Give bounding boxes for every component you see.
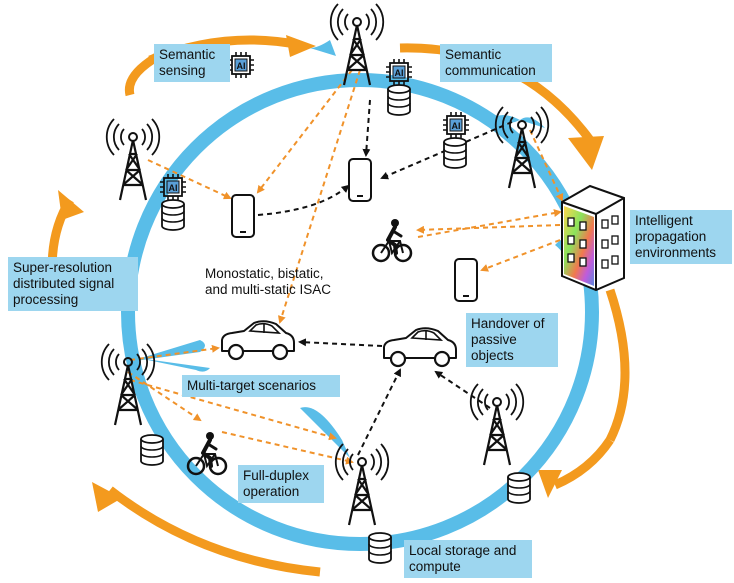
cell-tower-icon xyxy=(105,117,161,202)
label-isac: Monostatic, bistatic,and multi-static IS… xyxy=(205,266,332,297)
black-links xyxy=(257,99,513,456)
cell-tower-icon xyxy=(334,442,390,527)
ai-chip-icon: AI xyxy=(442,111,470,139)
ai-chip-label: AI xyxy=(452,121,461,131)
orange-cycle-arrows xyxy=(47,35,630,577)
ai-chip-icon: AI xyxy=(227,51,255,79)
ai-chip-label: AI xyxy=(237,61,246,71)
orange-links xyxy=(127,69,564,465)
ai-chip-label: AI xyxy=(169,183,178,193)
database-icon xyxy=(387,84,411,116)
building-icon xyxy=(561,184,625,292)
smartphone-icon xyxy=(231,194,255,238)
smartphone-icon xyxy=(348,158,372,202)
arrow-bottom-right xyxy=(553,437,614,490)
ai-chip-icon: AI xyxy=(385,58,413,86)
database-icon xyxy=(161,199,185,231)
database-icon xyxy=(507,472,531,504)
label-multi-target: Multi-target scenarios xyxy=(182,375,340,397)
smartphone-icon xyxy=(454,258,478,302)
ai-chip-label: AI xyxy=(395,68,404,78)
database-icon xyxy=(140,434,164,466)
cell-tower-icon xyxy=(329,2,385,87)
cyclist-icon xyxy=(371,217,413,263)
orange-arrowheads xyxy=(58,35,604,512)
network-ring xyxy=(121,73,599,551)
ai-chip-icon: AI xyxy=(159,173,187,201)
database-icon xyxy=(368,532,392,564)
car-icon xyxy=(382,327,458,368)
arrow-bottom-left xyxy=(107,486,321,577)
cell-tower-icon xyxy=(469,382,525,467)
car-icon xyxy=(220,320,296,361)
arrow-right xyxy=(605,288,630,443)
database-icon xyxy=(443,137,467,169)
